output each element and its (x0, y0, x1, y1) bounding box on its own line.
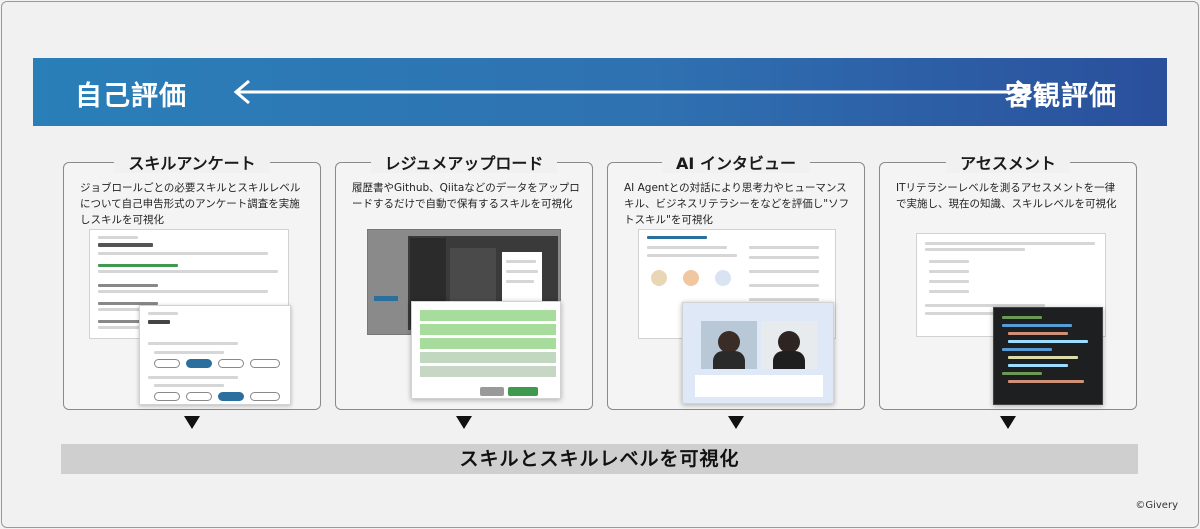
interview-video-screenshot (682, 302, 834, 404)
card-assessment: アセスメント ITリテラシーレベルを測るアセスメントを一律で実施し、現在の知識、… (879, 154, 1137, 410)
card-description: ITリテラシーレベルを測るアセスメントを一律で実施し、現在の知識、スキルレベルを… (896, 182, 1117, 210)
down-arrow-icon (456, 416, 472, 429)
card-title: AI インタビュー (662, 154, 810, 173)
skill-result-screenshot (411, 301, 561, 399)
objective-evaluation-label: 客観評価 (1005, 81, 1117, 112)
double-arrow-icon (233, 79, 1033, 105)
card-title: スキルアンケート (114, 154, 270, 173)
down-arrow-icon (184, 416, 200, 429)
card-description: ジョブロールごとの必要スキルとスキルレベルについて自己申告形式のアンケート調査を… (80, 182, 301, 226)
evaluation-spectrum-banner: 自己評価 客観評価 (33, 58, 1167, 126)
card-title: レジュメアップロード (370, 154, 558, 173)
down-arrow-icon (728, 416, 744, 429)
card-title: アセスメント (946, 154, 1070, 173)
self-evaluation-label: 自己評価 (75, 81, 187, 112)
down-arrow-icon (1000, 416, 1016, 429)
card-description: AI Agentとの対話により思考力やヒューマンスキル、ビジネスリテラシーをなど… (624, 182, 850, 226)
survey-screenshot-front (139, 305, 291, 405)
card-resume-upload: レジュメアップロード 履歴書やGithub、Qiitaなどのデータをアップロード… (335, 154, 593, 410)
card-ai-interview: AI インタビュー AI Agentとの対話により思考力やヒューマンスキル、ビジ… (607, 154, 865, 410)
copyright-notice: ©Givery (1135, 500, 1178, 511)
code-editor-screenshot (993, 307, 1103, 405)
card-skill-survey: スキルアンケート ジョブロールごとの必要スキルとスキルレベルについて自己申告形式… (63, 154, 321, 410)
skill-visualization-bar: スキルとスキルレベルを可視化 (61, 444, 1138, 474)
card-description: 履歴書やGithub、Qiitaなどのデータをアップロードするだけで自動で保有す… (352, 182, 580, 210)
